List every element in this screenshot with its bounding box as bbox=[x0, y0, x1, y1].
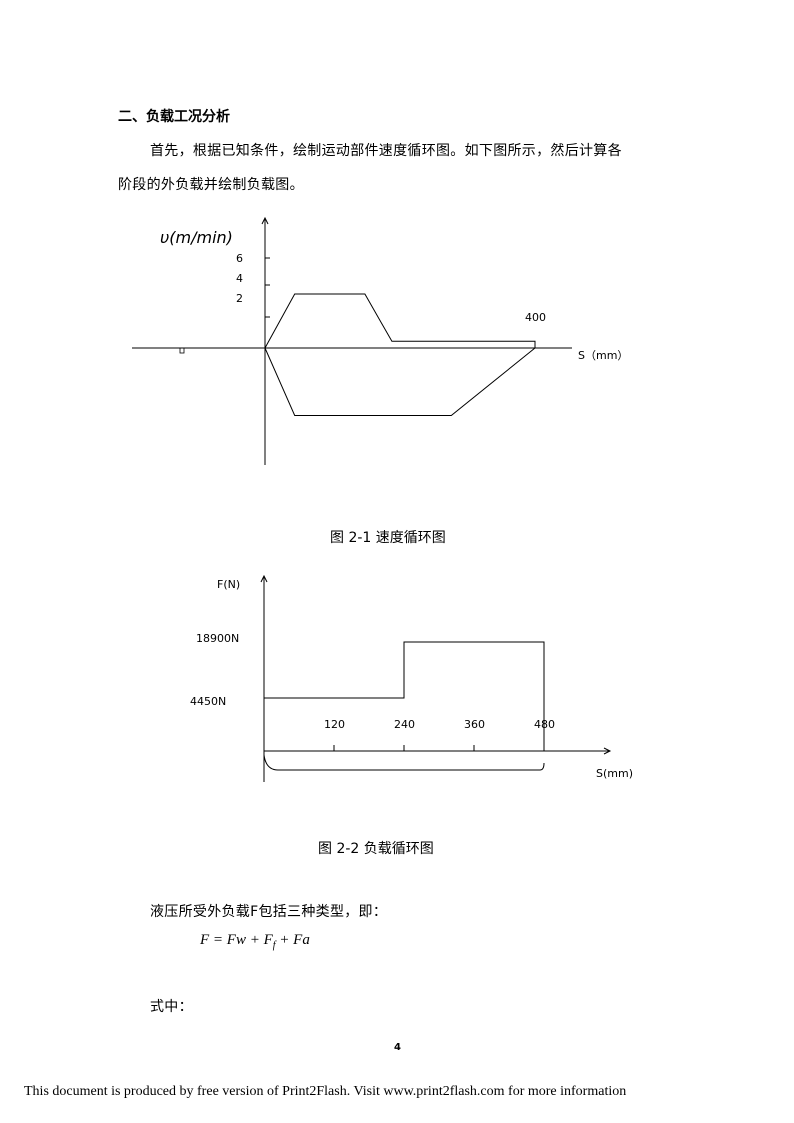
return-stroke-bracket bbox=[263, 754, 545, 771]
load-types-text: 液压所受外负载F包括三种类型，即： bbox=[150, 904, 388, 920]
v-axis-arrow bbox=[261, 216, 269, 225]
forward-velocity-line bbox=[264, 293, 536, 349]
load-step-line bbox=[264, 641, 545, 751]
f-axis-arrow bbox=[260, 574, 268, 583]
page-number: 4 bbox=[394, 1042, 401, 1053]
y-tick-label-4: 4 bbox=[236, 272, 243, 285]
load-formula: F = Fw + Ff + Fa bbox=[200, 932, 310, 951]
formula-tail: + Fa bbox=[275, 932, 310, 948]
figure-1-caption: 图 2-1 速度循环图 bbox=[330, 530, 446, 546]
s-axis-label: S（mm） bbox=[578, 349, 628, 362]
y-tick-label-6: 6 bbox=[236, 252, 243, 265]
intro-paragraph-line-2: 阶段的外负载并绘制负载图。 bbox=[118, 177, 304, 193]
distance-axis-label: S(mm) bbox=[596, 767, 633, 780]
section-heading: 二、负载工况分析 bbox=[118, 109, 230, 125]
velocity-cycle-chart: υ(m/min) 6 4 2 400 S（mm） bbox=[132, 216, 628, 465]
where-label: 式中： bbox=[150, 999, 193, 1015]
footer-notice: This document is produced by free versio… bbox=[24, 1084, 627, 1099]
distance-label-400: 400 bbox=[525, 311, 546, 324]
velocity-axis-label: υ(m/min) bbox=[160, 228, 233, 247]
s-axis-arrow bbox=[603, 747, 612, 755]
formula-main: F = Fw + F bbox=[200, 932, 273, 948]
load-label-4450: 4450N bbox=[190, 695, 226, 708]
y-tick-label-2: 2 bbox=[236, 292, 243, 305]
formula-subscript: f bbox=[272, 940, 276, 951]
force-axis-label: F(N) bbox=[217, 578, 240, 591]
x-tick-marks bbox=[333, 745, 545, 751]
axis-marker bbox=[179, 347, 185, 354]
x-tick-label-120: 120 bbox=[324, 718, 345, 731]
load-label-18900: 18900N bbox=[196, 632, 239, 645]
x-tick-label-360: 360 bbox=[464, 718, 485, 731]
figure-2-caption: 图 2-2 负载循环图 bbox=[318, 841, 434, 857]
return-velocity-line bbox=[264, 347, 536, 416]
intro-paragraph-line-1: 首先，根据已知条件，绘制运动部件速度循环图。如下图所示，然后计算各 bbox=[150, 143, 622, 159]
x-tick-label-240: 240 bbox=[394, 718, 415, 731]
